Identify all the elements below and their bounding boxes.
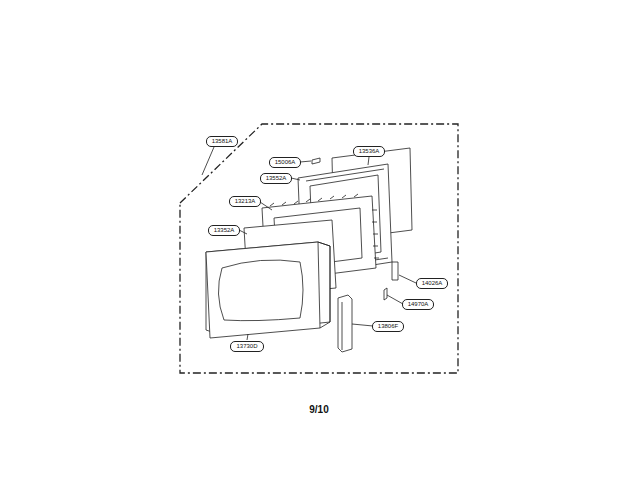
callout-number: 14026A	[416, 278, 449, 289]
callout-number: 13352A	[208, 225, 241, 236]
callout-number: 13213A	[229, 196, 262, 207]
callout-number: 15006A	[269, 157, 302, 168]
callout-number: 14970A	[402, 299, 435, 310]
callout-number: 13806F	[372, 321, 404, 332]
callout-number: 13730D	[230, 341, 263, 352]
page-number: 9/10	[309, 404, 328, 415]
callout-number: 13536A	[353, 146, 386, 157]
callout-number: 13581A	[206, 136, 239, 147]
callout-number: 13552A	[260, 173, 293, 184]
